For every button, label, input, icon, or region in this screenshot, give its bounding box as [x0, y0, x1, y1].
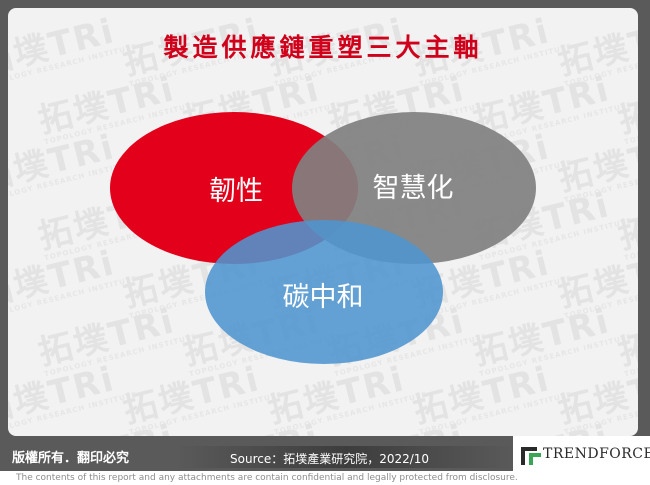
venn-label-resilience: 韌性 [209, 176, 263, 207]
disclaimer: The contents of this report and any atta… [0, 471, 650, 485]
trendforce-logo-icon [521, 447, 541, 465]
venn-label-smart: 智慧化 [373, 173, 454, 204]
copyright-notice: 版權所有．翻印必究 [12, 451, 130, 466]
trendforce-logo: TRENDFORCE [513, 436, 650, 471]
venn-label-carbon: 碳中和 [283, 282, 364, 313]
slide-title: 製造供應鏈重塑三大主軸 [163, 33, 483, 62]
logo-text: TRENDFORCE [543, 446, 650, 462]
source-bar [176, 446, 516, 468]
venn-circle-carbon [205, 220, 443, 364]
source-text: Source：拓墣產業研究院，2022/10 [230, 452, 430, 466]
